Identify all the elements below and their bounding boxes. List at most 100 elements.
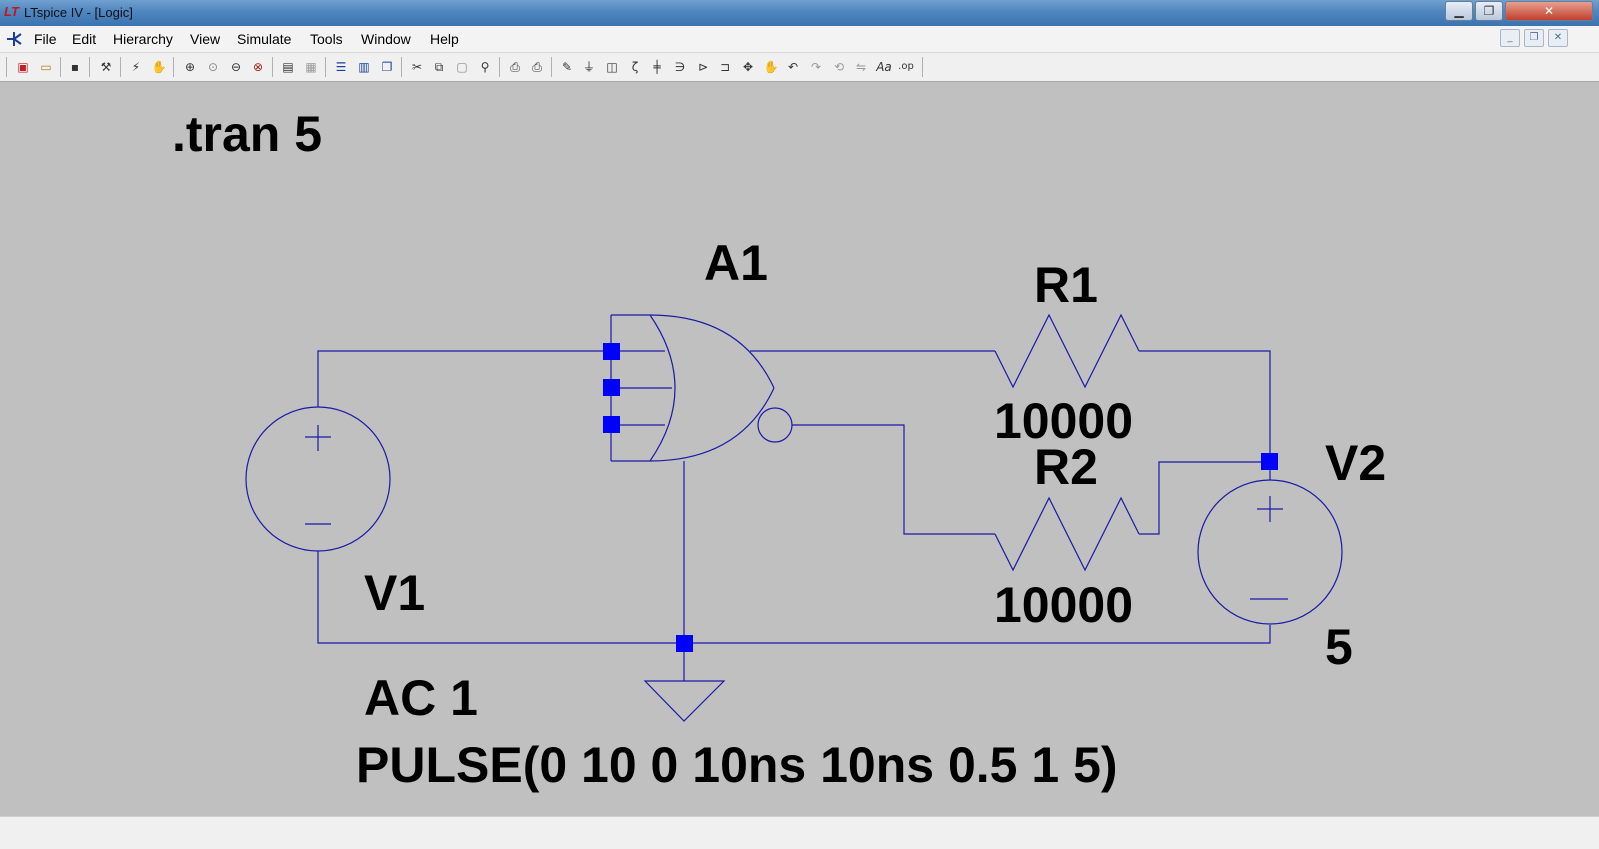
menu-window[interactable]: Window xyxy=(361,31,411,47)
connection-node[interactable] xyxy=(676,635,693,652)
undo-icon[interactable]: ↶ xyxy=(787,60,799,74)
r1-label[interactable]: R1 xyxy=(1034,257,1098,313)
a1-gate-back[interactable] xyxy=(649,314,676,462)
zoom-out-icon[interactable]: ⊖ xyxy=(230,60,242,74)
r1-value[interactable]: 10000 xyxy=(994,393,1133,449)
rotate-icon[interactable]: ⟲ xyxy=(833,60,845,74)
r2-value[interactable]: 10000 xyxy=(994,577,1133,633)
r1-resistor-symbol[interactable] xyxy=(994,313,1140,389)
menu-edit[interactable]: Edit xyxy=(72,31,97,47)
connection-node[interactable] xyxy=(603,343,620,360)
new-schematic-icon[interactable]: ▣ xyxy=(17,60,29,74)
wire[interactable] xyxy=(1139,350,1271,462)
spice-directive-icon[interactable]: .op xyxy=(898,61,914,72)
open-icon[interactable]: ▭ xyxy=(40,60,52,74)
v2-source-symbol[interactable] xyxy=(1197,479,1343,625)
menu-help[interactable]: Help xyxy=(430,31,459,47)
inductor-icon[interactable]: ∋ xyxy=(674,60,686,74)
grid-icon[interactable]: ▦ xyxy=(305,60,317,74)
minimize-button[interactable]: ▁ xyxy=(1445,1,1473,21)
mirror-icon[interactable]: ⇋ xyxy=(855,60,867,74)
connection-node[interactable] xyxy=(1261,453,1278,470)
halt-icon[interactable]: ✋ xyxy=(151,60,167,74)
ground-icon[interactable]: ⏚ xyxy=(582,60,595,74)
connection-node[interactable] xyxy=(603,379,620,396)
resistor-icon[interactable]: ζ xyxy=(631,60,639,74)
mdi-close-button[interactable]: ✕ xyxy=(1548,29,1568,47)
toolbar-separator xyxy=(401,57,402,77)
drag-icon[interactable]: ✋ xyxy=(763,60,779,74)
schematic-doc-icon[interactable] xyxy=(5,30,23,48)
move-icon[interactable]: ✥ xyxy=(742,60,754,74)
mdi-restore-button[interactable]: ❐ xyxy=(1524,29,1544,47)
v1-ac-spec[interactable]: AC 1 xyxy=(364,670,478,726)
ground-icon[interactable] xyxy=(643,680,726,722)
close-button[interactable]: ✕ xyxy=(1505,1,1593,21)
a1-inverter-bubble[interactable] xyxy=(757,407,793,443)
ltspice-logo-icon: LT xyxy=(4,4,19,19)
title-bar: LT LTspice IV - [Logic] ▁ ❐ ✕ xyxy=(0,0,1599,26)
redo-icon[interactable]: ↷ xyxy=(810,60,822,74)
wire[interactable] xyxy=(792,424,995,535)
menu-tools[interactable]: Tools xyxy=(310,31,343,47)
toolbar-separator xyxy=(922,57,923,77)
toolbar-separator xyxy=(325,57,326,77)
paste-icon[interactable]: ▢ xyxy=(456,60,468,74)
mdi-minimize-button[interactable]: _ xyxy=(1500,29,1520,47)
schematic-drawing: .tran 5 A1 R1 10000 R2 10000 V2 5 V1 AC … xyxy=(172,106,1386,793)
text-icon[interactable]: Aa xyxy=(876,60,892,74)
copy-icon[interactable]: ⧉ xyxy=(434,60,444,74)
autorange-icon[interactable]: ▤ xyxy=(282,60,294,74)
print-icon[interactable]: ⎙ xyxy=(532,60,542,74)
menu-file[interactable]: File xyxy=(34,31,57,47)
r2-resistor-symbol[interactable] xyxy=(994,496,1140,572)
run-icon[interactable]: ⚡ xyxy=(131,60,141,74)
capacitor-icon[interactable]: ╪ xyxy=(653,60,661,74)
print-preview-icon[interactable]: ⎙ xyxy=(510,60,520,74)
toolbar-separator xyxy=(6,57,7,77)
diode-icon[interactable]: ⊳ xyxy=(697,60,709,74)
v1-label[interactable]: V1 xyxy=(364,565,425,621)
toolbar-separator xyxy=(272,57,273,77)
toolbar-separator xyxy=(499,57,500,77)
window-title: LTspice IV - [Logic] xyxy=(24,5,133,20)
a1-label[interactable]: A1 xyxy=(704,235,768,291)
toolbar-separator xyxy=(173,57,174,77)
v1-pulse-spec[interactable]: PULSE(0 10 0 10ns 10ns 0.5 1 5) xyxy=(356,737,1118,793)
tile-vertical-icon[interactable]: ▥ xyxy=(358,60,370,74)
menu-view[interactable]: View xyxy=(190,31,221,47)
toolbar-separator xyxy=(60,57,61,77)
control-panel-icon[interactable]: ⚒ xyxy=(100,60,112,74)
pan-icon[interactable]: ⊙ xyxy=(207,60,219,74)
draw-wire-icon[interactable]: ✎ xyxy=(561,60,573,74)
v2-label[interactable]: V2 xyxy=(1325,435,1386,491)
cut-icon[interactable]: ✂ xyxy=(411,60,423,74)
tran-directive[interactable]: .tran 5 xyxy=(172,106,322,162)
component-icon[interactable]: ⊐ xyxy=(719,60,731,74)
a1-gate-body[interactable] xyxy=(649,387,775,462)
toolbar: ▣ ▭ ▪ ⚒ ⚡ ✋ ⊕ ⊙ ⊖ ⊗ ▤ ▦ ☰ ▥ ❐ ✂ ⧉ ▢ ⚲ ⎙ … xyxy=(0,53,1599,82)
zoom-fit-icon[interactable]: ⊗ xyxy=(252,60,264,74)
label-net-icon[interactable]: ◫ xyxy=(606,60,618,74)
cascade-icon[interactable]: ❐ xyxy=(381,60,393,74)
toolbar-separator xyxy=(551,57,552,77)
wire[interactable] xyxy=(317,350,611,407)
connection-node[interactable] xyxy=(603,416,620,433)
status-bar xyxy=(0,816,1599,849)
tile-horizontal-icon[interactable]: ☰ xyxy=(335,60,347,74)
save-icon[interactable]: ▪ xyxy=(70,60,80,74)
toolbar-separator xyxy=(89,57,90,77)
wire[interactable] xyxy=(1139,461,1270,535)
wire[interactable] xyxy=(317,551,1271,644)
v2-value[interactable]: 5 xyxy=(1325,619,1353,675)
menu-simulate[interactable]: Simulate xyxy=(237,31,292,47)
menu-bar: File Edit Hierarchy View Simulate Tools … xyxy=(0,26,1599,53)
find-icon[interactable]: ⚲ xyxy=(480,60,490,74)
maximize-button[interactable]: ❐ xyxy=(1475,1,1503,21)
menu-hierarchy[interactable]: Hierarchy xyxy=(113,31,173,47)
zoom-in-icon[interactable]: ⊕ xyxy=(184,60,196,74)
schematic-canvas[interactable]: .tran 5 A1 R1 10000 R2 10000 V2 5 V1 AC … xyxy=(0,82,1599,816)
toolbar-separator xyxy=(120,57,121,77)
a1-gate-body[interactable] xyxy=(649,314,775,389)
r2-label[interactable]: R2 xyxy=(1034,439,1098,495)
